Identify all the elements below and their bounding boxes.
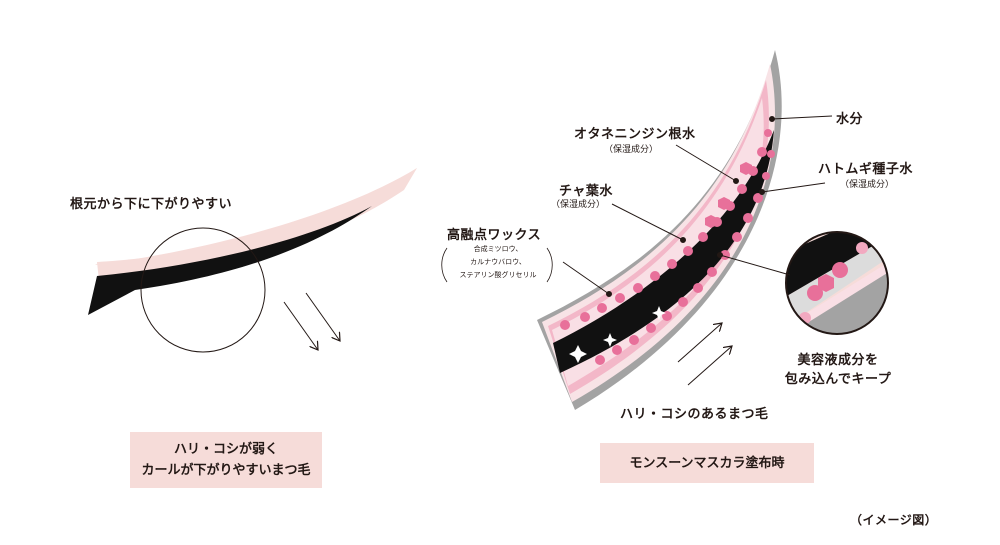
label-ginseng: オタネニンジン根水 <box>574 127 696 142</box>
wax-ingredient-1: 合成ミツロウ、 <box>473 245 523 253</box>
coated-lash-core <box>553 130 774 373</box>
leader-lines <box>562 115 833 297</box>
label-serum-line2: 包み込んでキープ <box>784 372 892 387</box>
wax-ingredient-3: ステアリン酸グリセリル <box>459 271 537 279</box>
label-wax: 高融点ワックス <box>447 228 542 243</box>
wax-bracket-left <box>441 247 448 283</box>
label-serum-line1: 美容液成分を <box>797 353 879 368</box>
right-caption-text: モンスーンマスカラ塗布時 <box>629 455 785 471</box>
wax-ingredient-2: カルナウバロウ、 <box>470 258 526 266</box>
lift-arrow-2 <box>687 346 732 386</box>
label-water: 水分 <box>836 112 864 127</box>
weak-lash <box>88 206 372 315</box>
left-caption: ハリ・コシが弱く カールが下がりやすいまつ毛 <box>130 432 322 488</box>
sparkles <box>569 306 666 363</box>
right-caption: モンスーンマスカラ塗布時 <box>600 443 814 483</box>
wax-hexagons <box>705 162 752 228</box>
zoom-circle <box>785 231 889 335</box>
weak-lash-coating-band <box>97 168 417 290</box>
left-caption-line1: ハリ・コシが弱く <box>173 442 278 457</box>
droop-arrow-2 <box>305 292 340 341</box>
label-firm-lash: ハリ・コシのあるまつ毛 <box>620 407 769 422</box>
coated-lash-coat-inner <box>552 98 764 386</box>
image-note: （イメージ図） <box>850 513 938 527</box>
droop-focus-circle <box>140 227 266 353</box>
left-caption-line2: カールが下がりやすいまつ毛 <box>141 463 311 478</box>
label-tea: チャ葉水 <box>559 184 613 199</box>
label-tea-sub: （保湿成分） <box>551 200 606 210</box>
droop-arrow-1 <box>283 301 318 350</box>
wax-ingredients: 合成ミツロウ、 カルナウバロウ、 ステアリン酸グリセリル <box>450 243 546 282</box>
droop-label: 根元から下に下がりやすい <box>70 197 233 212</box>
label-ginseng-sub: （保湿成分） <box>604 145 659 155</box>
wax-bracket-right <box>546 247 553 283</box>
label-hatomugi-sub: （保湿成分） <box>840 180 895 190</box>
label-hatomugi: ハトムギ種子水 <box>818 162 913 177</box>
zoom-detail <box>786 232 888 334</box>
lift-arrow-1 <box>677 323 722 363</box>
